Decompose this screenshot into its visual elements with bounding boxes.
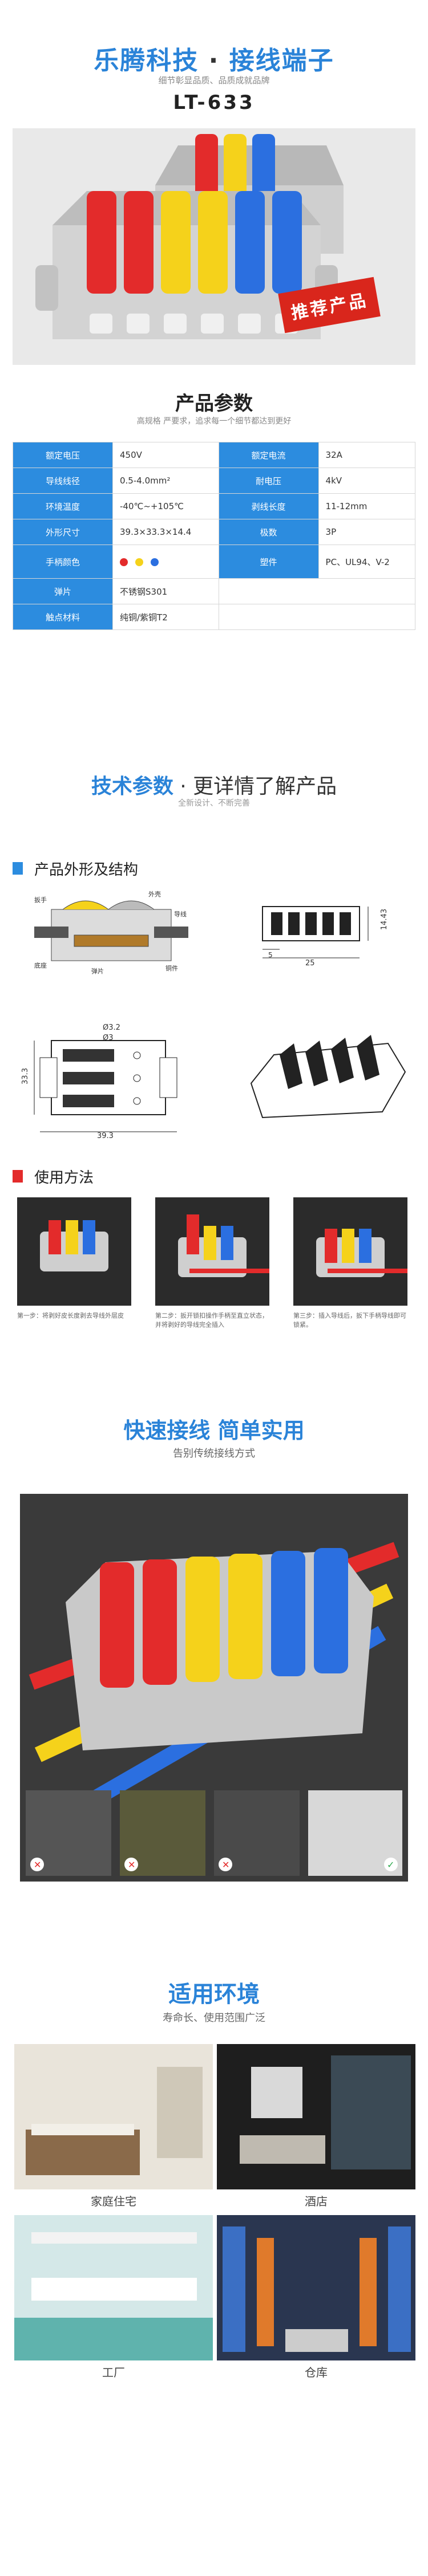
param-value: 11-12mm bbox=[318, 493, 416, 519]
svg-text:✓: ✓ bbox=[387, 1859, 394, 1870]
env-title: 适用环境 bbox=[168, 1981, 260, 2008]
param-key: 塑件 bbox=[218, 545, 319, 579]
model-number: LT-633 bbox=[173, 91, 255, 114]
param-key: 额定电流 bbox=[218, 442, 319, 468]
usage-title: 使用方法 bbox=[34, 1169, 94, 1187]
brand-subtitle: 细节彰显品质、品质成就品牌 bbox=[158, 75, 270, 86]
product-category: 接线端子 bbox=[229, 46, 334, 75]
hero-product-image: 推荐产品 bbox=[13, 128, 415, 365]
dim-height: 14.43 bbox=[380, 908, 389, 931]
cross-section-drawing: 扳手 外壳 导线 底座 铜件 弹片 bbox=[17, 887, 205, 986]
label-l5: 铜件 bbox=[165, 965, 178, 972]
param-value: 32A bbox=[318, 442, 416, 468]
env-caption: 工厂 bbox=[102, 2366, 125, 2379]
param-value: -40℃~+105℃ bbox=[112, 493, 219, 519]
handle-colors bbox=[112, 545, 219, 579]
param-key: 触点材料 bbox=[13, 604, 113, 630]
table-row: 导线线径 0.5-4.0mm² 耐电压 4kV bbox=[13, 468, 416, 494]
table-row: 触点材料 纯铜/紫铜T2 bbox=[13, 604, 416, 630]
fast-wiring-image: ✕ ✕ ✕ ✓ bbox=[20, 1494, 408, 1882]
dim-length: 39.3 bbox=[97, 1132, 114, 1140]
env-caption: 酒店 bbox=[305, 2195, 328, 2208]
brand-dot: · bbox=[208, 46, 220, 75]
param-value: 3P bbox=[318, 519, 416, 545]
tech-subtitle: 全新设计、不断完善 bbox=[178, 799, 250, 808]
yellow-dot bbox=[135, 558, 143, 566]
brand-name: 乐腾科技 bbox=[94, 46, 199, 75]
step-2-text: 第二步：扳开锁扣操作手柄至直立状态，并将剥好的导线完全插入 bbox=[155, 1312, 268, 1328]
param-key: 耐电压 bbox=[218, 468, 319, 494]
step-1-image bbox=[17, 1197, 131, 1306]
label-l1: 扳手 bbox=[34, 896, 47, 904]
stamp-text: 推荐产品 bbox=[289, 290, 370, 324]
fast-title: 快速接线 简单实用 bbox=[0, 1413, 428, 1444]
blue-dot bbox=[150, 558, 159, 566]
step-3-text: 第三步：插入导线后，扳下手柄导线即可锁紧。 bbox=[293, 1312, 406, 1328]
tech-title-a: 技术参数 bbox=[91, 775, 173, 798]
param-key: 剥线长度 bbox=[218, 493, 319, 519]
table-row: 环境温度 -40℃~+105℃ 剥线长度 11-12mm bbox=[13, 493, 416, 519]
dim-depth: 33.3 bbox=[21, 1068, 30, 1084]
fast-title-a: 快速接线 bbox=[123, 1418, 211, 1443]
param-key: 弹片 bbox=[13, 578, 113, 604]
params-table: 额定电压 450V 额定电流 32A 导线线径 0.5-4.0mm² 耐电压 4… bbox=[13, 442, 416, 630]
dim-hole1: Ø3.2 bbox=[103, 1023, 120, 1032]
param-value: 0.5-4.0mm² bbox=[112, 468, 219, 494]
section-marker-blue bbox=[13, 862, 23, 875]
env-caption: 家庭住宅 bbox=[91, 2195, 136, 2208]
params-table-wrap: 额定电压 450V 额定电流 32A 导线线径 0.5-4.0mm² 耐电压 4… bbox=[13, 442, 416, 630]
top-view-drawing: Ø3.2 Ø3 33.3 39.3 bbox=[17, 1023, 205, 1143]
connector-illustration bbox=[13, 128, 415, 365]
env-subtitle: 寿命长、使用范围广泛 bbox=[163, 2012, 265, 2024]
label-l3: 导线 bbox=[174, 911, 187, 918]
svg-text:✕: ✕ bbox=[34, 1859, 41, 1870]
side-dimension-drawing: 14.43 25 5 bbox=[240, 895, 411, 981]
svg-text:✕: ✕ bbox=[128, 1859, 135, 1870]
table-row: 额定电压 450V 额定电流 32A bbox=[13, 442, 416, 468]
brand-title: 乐腾科技 · 接线端子 bbox=[0, 40, 428, 76]
table-row: 外形尺寸 39.3×33.3×14.4 极数 3P bbox=[13, 519, 416, 545]
empty-cell bbox=[218, 604, 416, 630]
param-value: 4kV bbox=[318, 468, 416, 494]
fast-title-b: 简单实用 bbox=[217, 1418, 305, 1443]
dim-hole2: Ø3 bbox=[103, 1034, 114, 1042]
param-key: 手柄颜色 bbox=[13, 545, 113, 579]
param-key: 极数 bbox=[218, 519, 319, 545]
step-3-image bbox=[293, 1197, 407, 1306]
tech-title-b: · 更详情了解产品 bbox=[180, 775, 337, 798]
env-caption: 仓库 bbox=[305, 2366, 328, 2379]
label-l4: 底座 bbox=[34, 962, 47, 969]
param-value: 纯铜/紫铜T2 bbox=[112, 604, 219, 630]
env-home-image bbox=[14, 2044, 213, 2189]
param-value: PC、UL94、V-2 bbox=[318, 545, 416, 579]
label-l2: 外壳 bbox=[148, 891, 161, 898]
param-key: 额定电压 bbox=[13, 442, 113, 468]
param-key: 导线线径 bbox=[13, 468, 113, 494]
tech-title: 技术参数 · 更详情了解产品 bbox=[0, 770, 428, 799]
params-subtitle: 高规格 严要求，追求每一个细节都达到更好 bbox=[136, 417, 292, 426]
svg-text:✕: ✕ bbox=[222, 1859, 229, 1870]
param-key: 环境温度 bbox=[13, 493, 113, 519]
table-row: 弹片 不锈钢S301 bbox=[13, 578, 416, 604]
dim-width: 25 bbox=[305, 959, 315, 968]
fast-subtitle: 告别传统接线方式 bbox=[173, 1448, 255, 1460]
env-hotel-image bbox=[217, 2044, 415, 2189]
param-value: 不锈钢S301 bbox=[112, 578, 219, 604]
params-title: 产品参数 bbox=[175, 392, 253, 415]
label-l6: 弹片 bbox=[91, 968, 104, 975]
red-dot bbox=[120, 558, 128, 566]
isometric-drawing bbox=[240, 1021, 411, 1135]
env-factory-image bbox=[14, 2215, 213, 2360]
param-value: 450V bbox=[112, 442, 219, 468]
empty-cell bbox=[218, 578, 416, 604]
step-1-text: 第一步：将剥好皮长度剥去导线外层皮 bbox=[17, 1312, 124, 1319]
env-warehouse-image bbox=[217, 2215, 415, 2360]
table-row: 手柄颜色 塑件 PC、UL94、V-2 bbox=[13, 545, 416, 579]
section-marker-red bbox=[13, 1170, 23, 1183]
step-2-image bbox=[155, 1197, 269, 1306]
param-key: 外形尺寸 bbox=[13, 519, 113, 545]
shape-title: 产品外形及结构 bbox=[34, 862, 139, 879]
param-value: 39.3×33.3×14.4 bbox=[112, 519, 219, 545]
dim-pitch: 5 bbox=[268, 951, 273, 959]
